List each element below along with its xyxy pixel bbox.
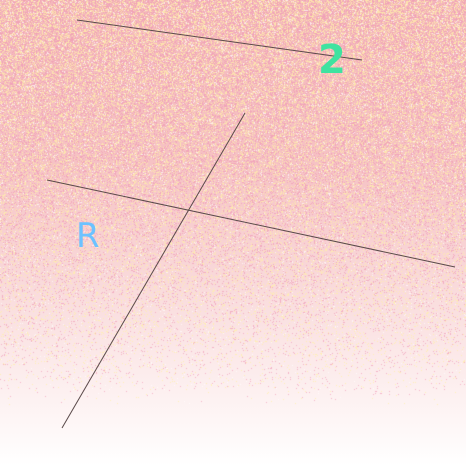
label-r: R — [76, 216, 100, 256]
top-line — [76, 19, 363, 61]
diagonal-line — [61, 112, 246, 429]
horizontal-line — [46, 179, 456, 268]
label-two: 2 — [318, 37, 346, 83]
